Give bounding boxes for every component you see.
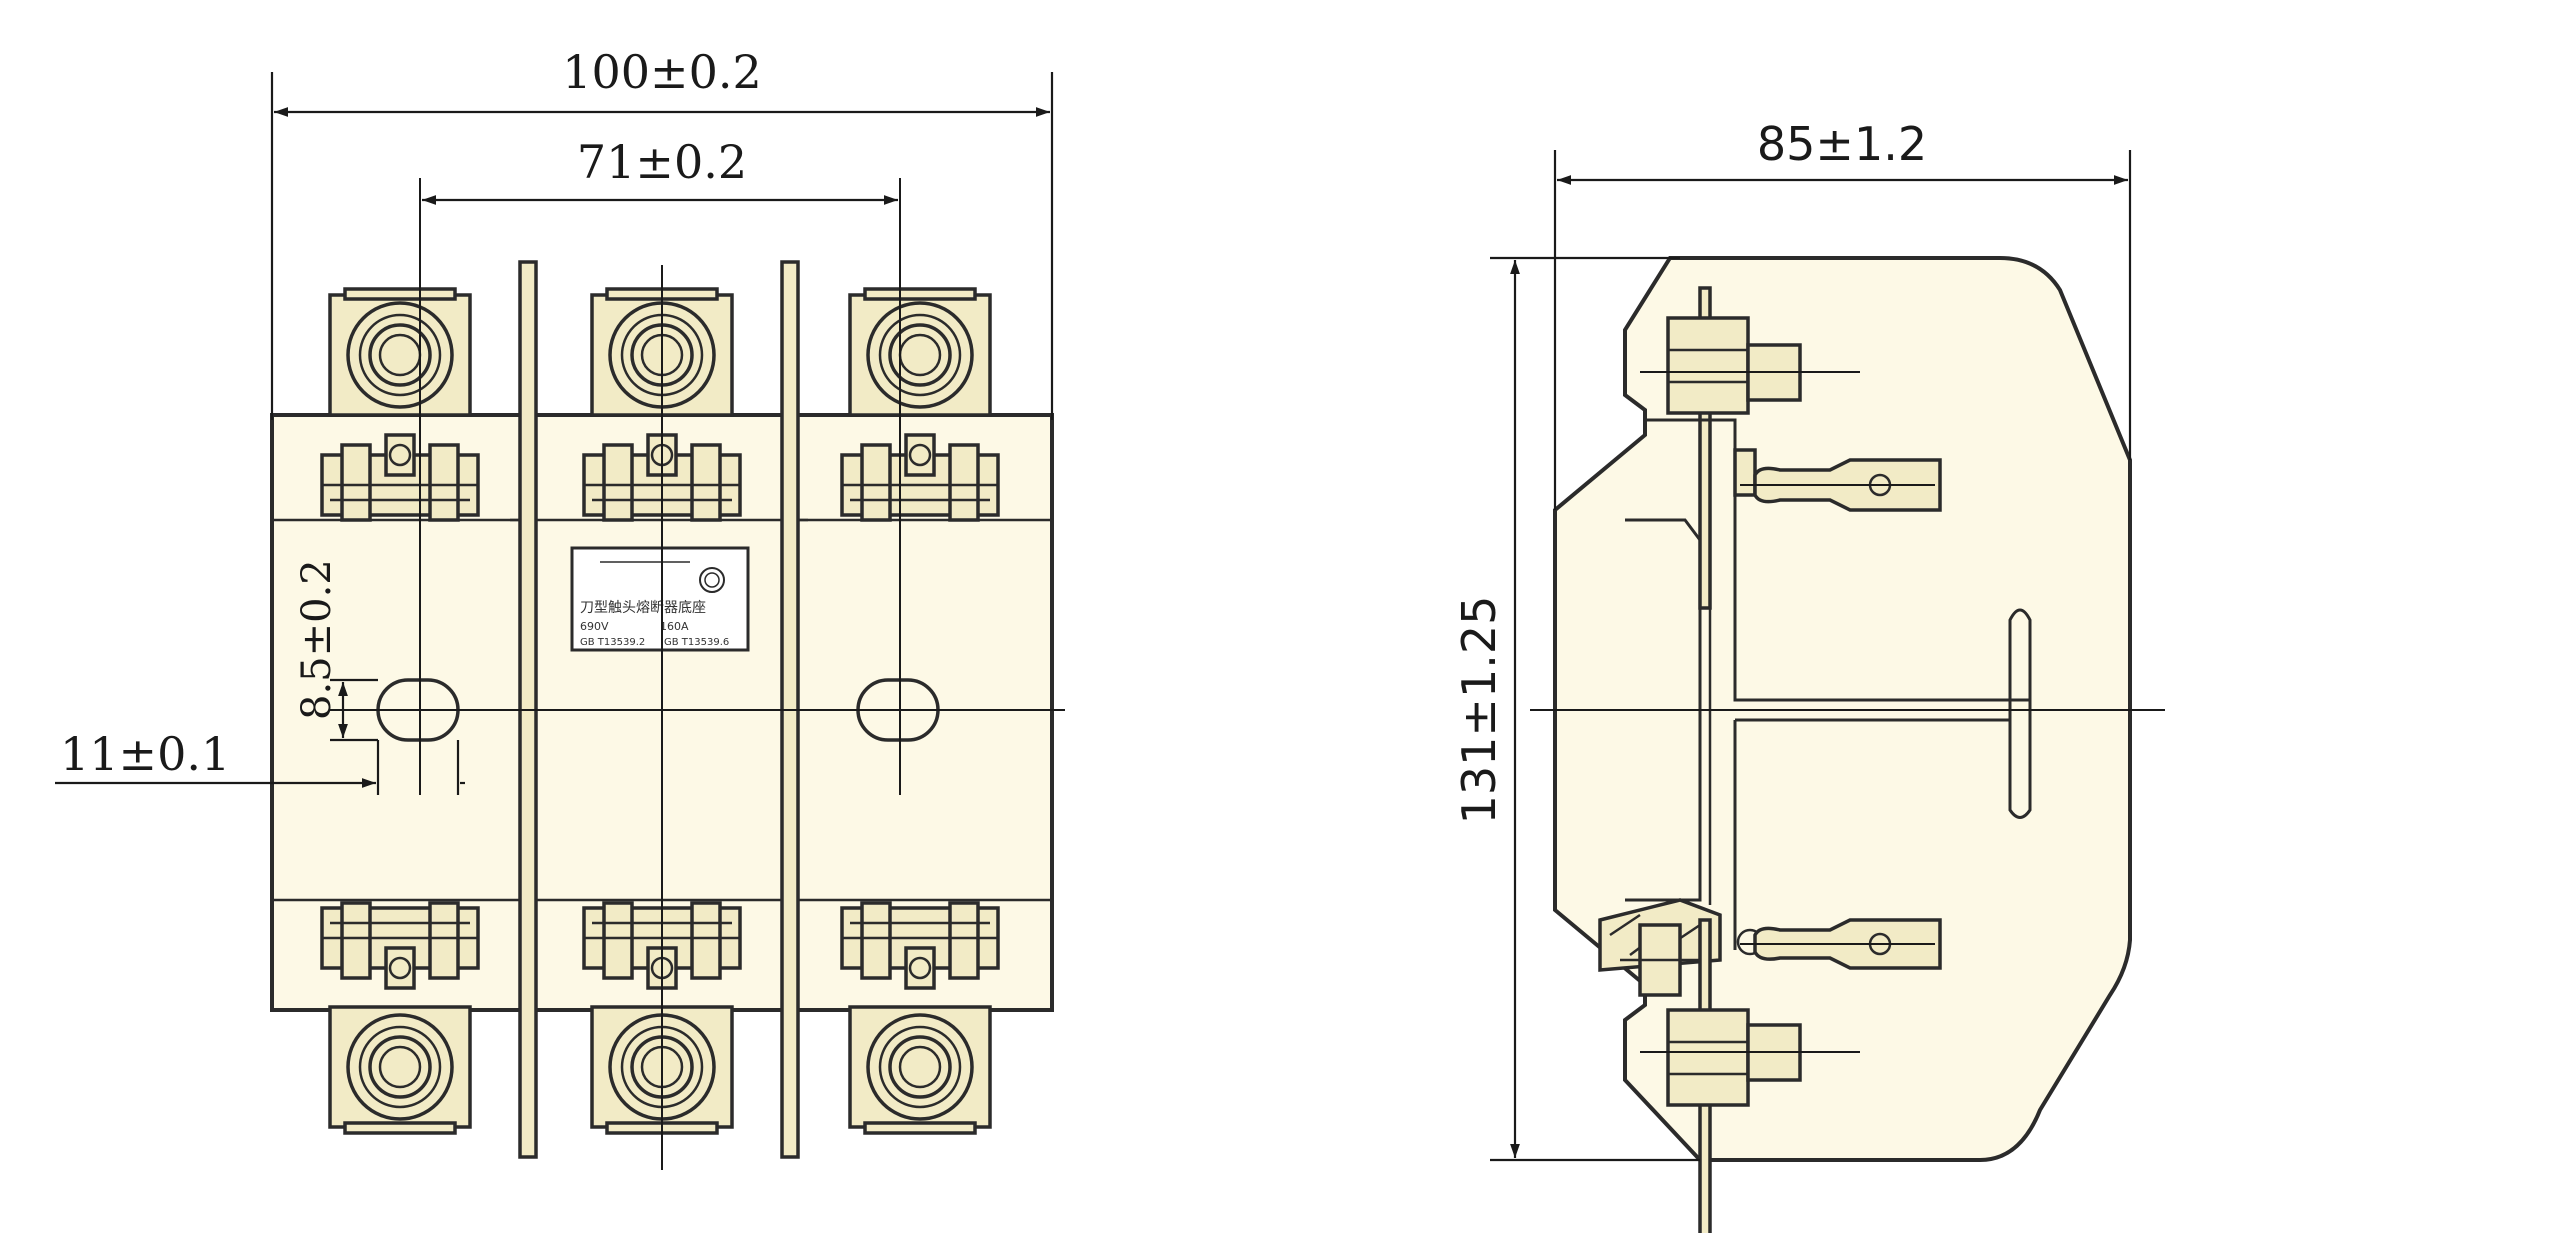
- nameplate-standard-left: GB T13539.2: [580, 637, 645, 648]
- front-view: 刀型触头熔断器底座 690V 160A GB T13539.2 GB T1353…: [55, 45, 1065, 1170]
- clip-bottom-3: [840, 901, 1000, 990]
- dimension-depth: 85±1.2: [1757, 117, 1927, 171]
- upper-bolt-assembly: [1640, 286, 2030, 702]
- dimension-height: 131±1.25: [1452, 596, 1506, 825]
- terminal-top-3: [848, 287, 992, 417]
- nameplate-rating-current: 160A: [660, 620, 689, 633]
- terminal-bottom-3: [848, 1005, 992, 1135]
- nameplate-standard-right: GB T13539.6: [664, 637, 729, 648]
- nameplate-title: 刀型触头熔断器底座: [580, 600, 706, 616]
- clip-bottom-1: [320, 901, 480, 990]
- side-view: 85±1.2 131±1.25: [1452, 117, 2165, 1233]
- dimension-pole-pitch: 71±0.2: [577, 135, 747, 189]
- terminal-bottom-1: [328, 1005, 472, 1135]
- nameplate: 刀型触头熔断器底座 690V 160A GB T13539.2 GB T1353…: [570, 546, 750, 652]
- dimension-overall-width: 100±0.2: [562, 45, 762, 99]
- dimension-slot-height: 8.5±0.2: [294, 559, 340, 720]
- lower-bolt-assembly: [1598, 898, 1942, 1233]
- clip-top-1: [320, 433, 480, 522]
- terminal-top-1: [328, 287, 472, 417]
- nameplate-rating-voltage: 690V: [580, 620, 609, 633]
- dimension-slot-width: 11±0.1: [60, 727, 230, 781]
- clip-top-3: [840, 433, 1000, 522]
